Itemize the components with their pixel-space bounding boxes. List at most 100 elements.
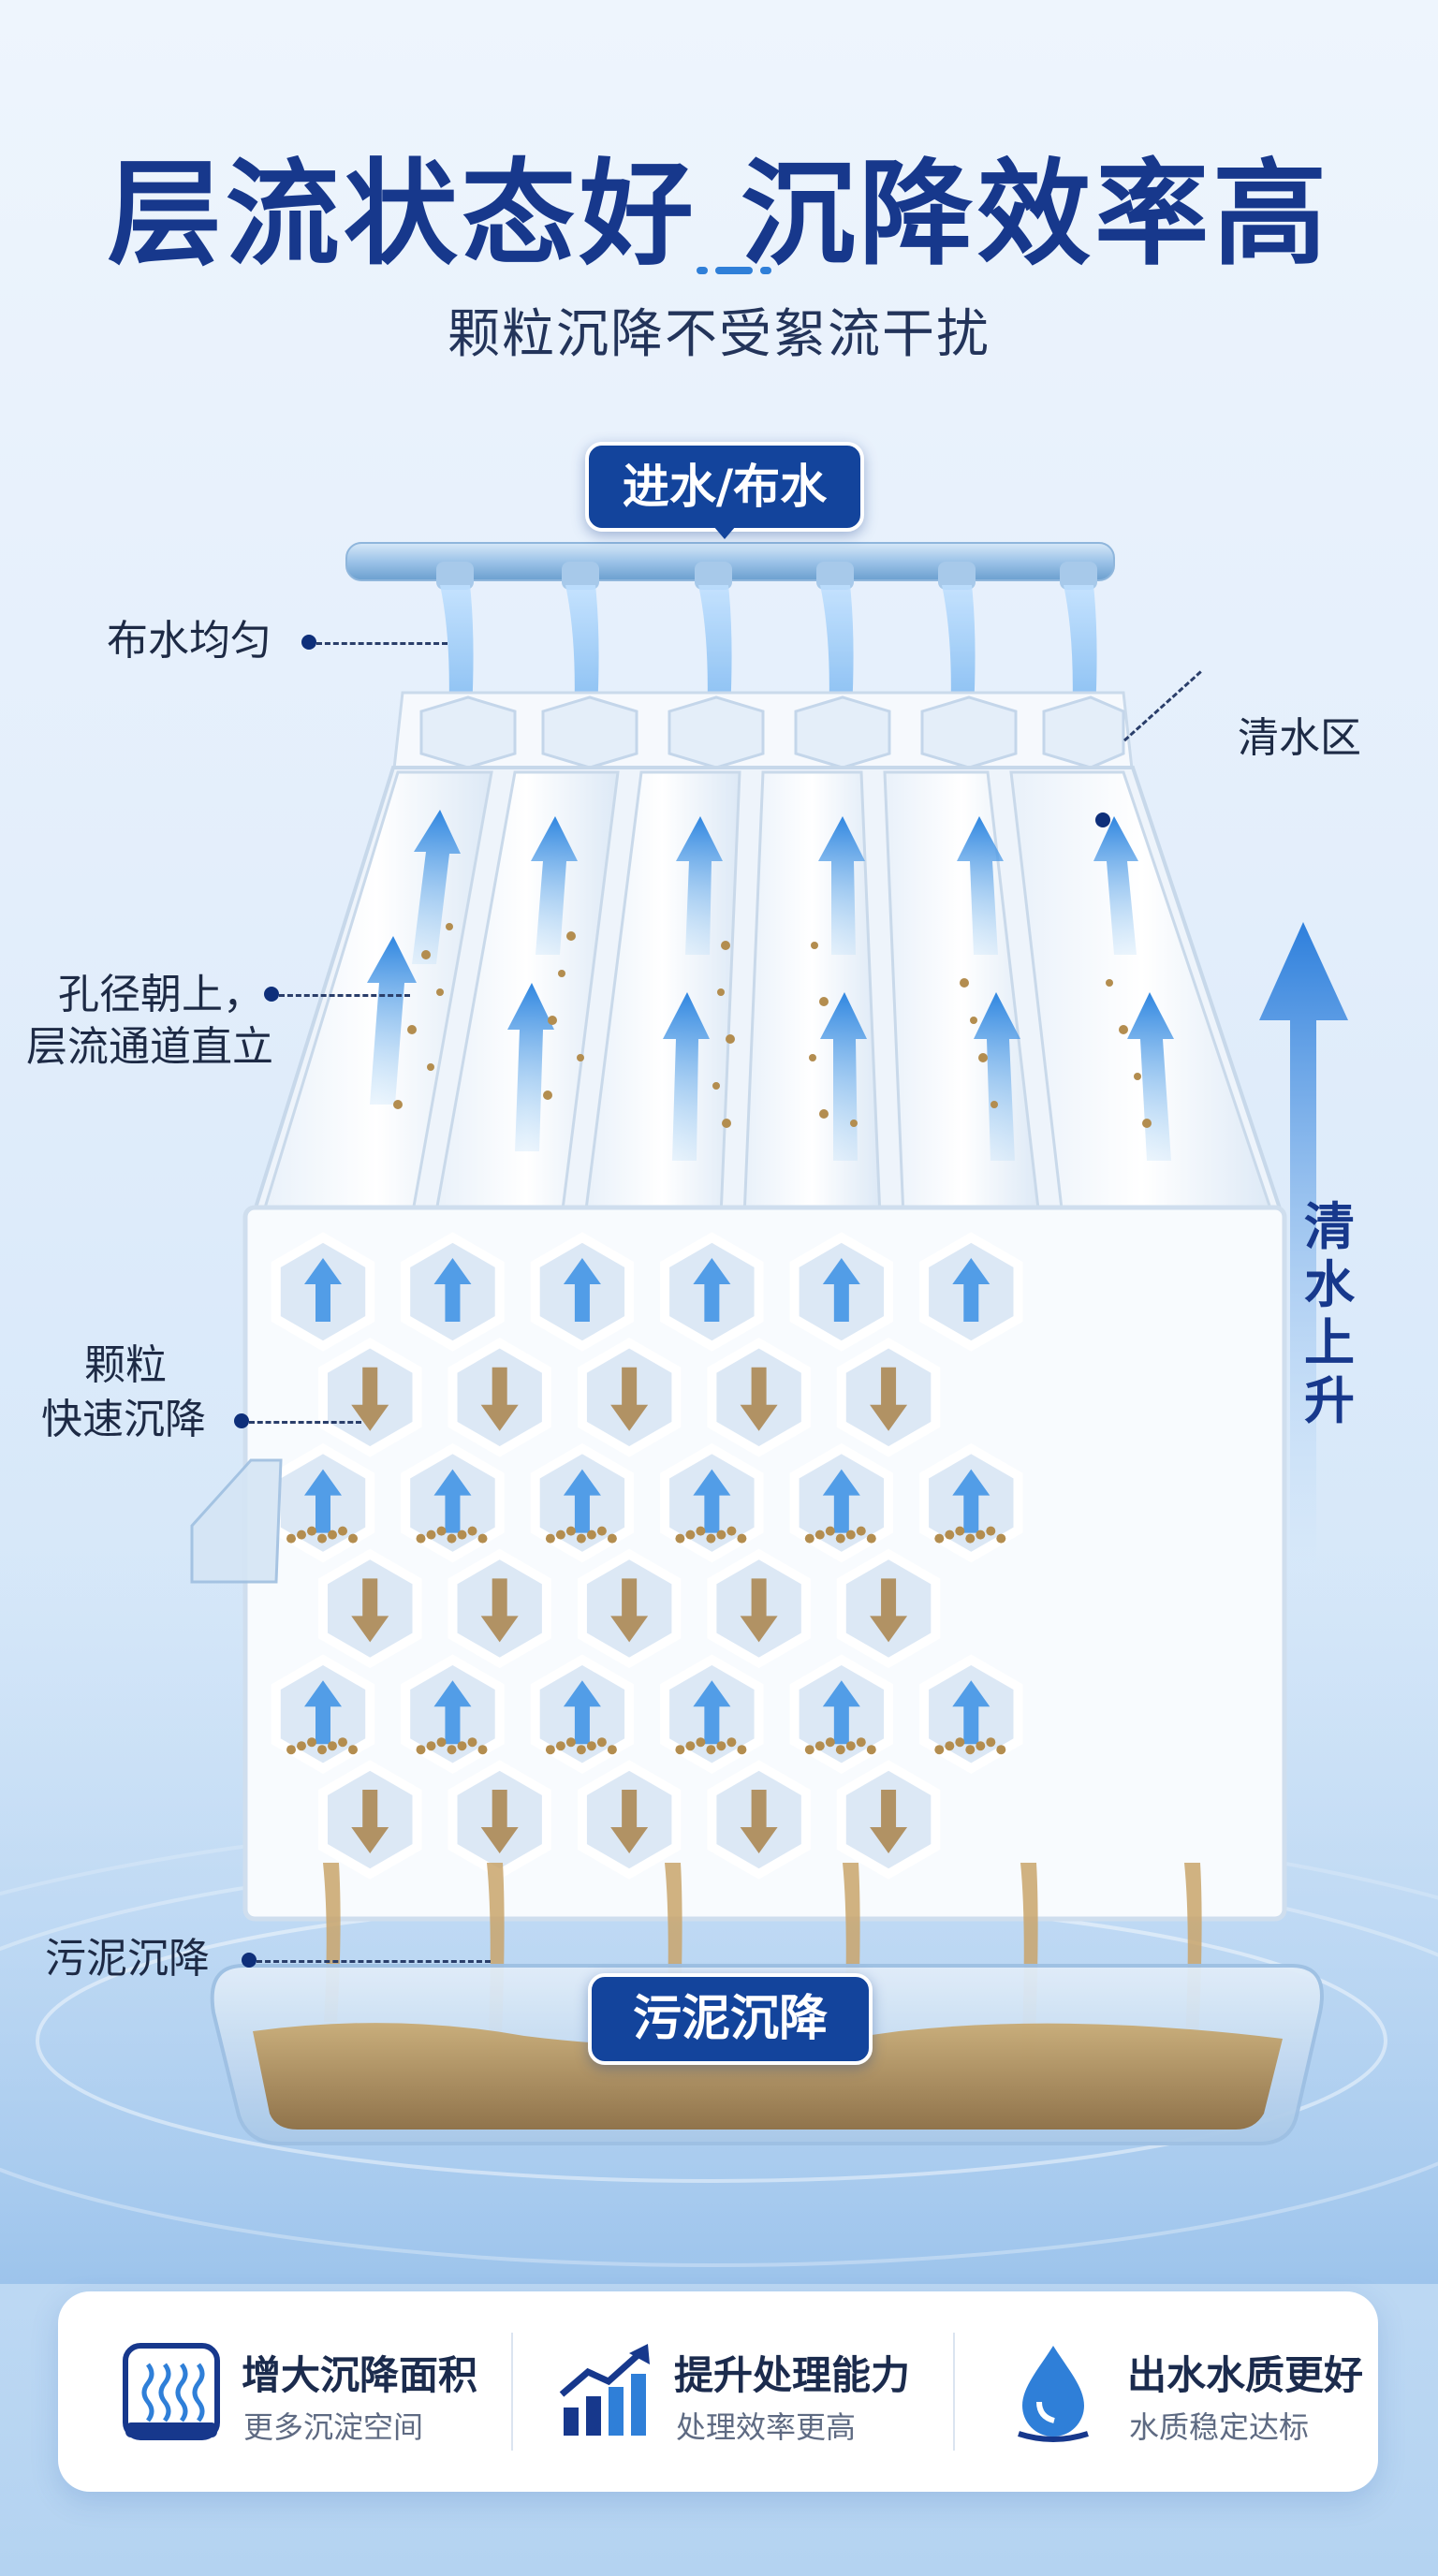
sediment-particle bbox=[845, 1530, 856, 1540]
sediment-particle bbox=[675, 1533, 685, 1544]
settle-down-arrow bbox=[480, 1578, 519, 1643]
sediment-particle bbox=[307, 1526, 316, 1536]
sediment-particle bbox=[307, 1737, 316, 1748]
sediment-particle bbox=[814, 1530, 825, 1540]
callout-line bbox=[249, 1421, 361, 1424]
feature-divider bbox=[953, 2333, 955, 2451]
sediment-particle bbox=[565, 1526, 576, 1536]
sediment-particle bbox=[976, 1530, 986, 1540]
callout-label: 清水区 bbox=[1238, 714, 1361, 762]
sediment-particle bbox=[457, 1530, 467, 1540]
flow-up-arrow bbox=[563, 1258, 601, 1322]
sediment-particle bbox=[545, 1533, 555, 1544]
rise-char: 水 bbox=[1304, 1255, 1355, 1314]
settle-down-arrow bbox=[480, 1790, 519, 1853]
feature-subtitle: 更多沉淀空间 bbox=[243, 2409, 424, 2445]
sediment-particle bbox=[965, 1533, 976, 1544]
callout-dot bbox=[301, 635, 316, 650]
sediment-particle bbox=[447, 1745, 457, 1755]
flow-up-arrow bbox=[822, 1469, 860, 1533]
flow-up-arrow bbox=[304, 1258, 342, 1322]
sediment-particle bbox=[426, 1530, 436, 1540]
sediment-particle bbox=[825, 1737, 835, 1748]
sediment-particle bbox=[955, 1526, 965, 1536]
sediment-particle bbox=[976, 1741, 986, 1751]
water-drop-icon bbox=[1002, 2340, 1105, 2443]
sediment-particle bbox=[726, 1737, 737, 1748]
sediment-particle bbox=[706, 1745, 716, 1755]
sediment-particle bbox=[986, 1737, 996, 1748]
title-divider bbox=[697, 267, 771, 274]
feature-title: 提升处理能力 bbox=[674, 2352, 911, 2398]
sediment-particle bbox=[317, 1533, 327, 1544]
settle-down-arrow bbox=[740, 1367, 778, 1431]
sediment-particle bbox=[996, 1533, 1006, 1544]
sediment-particle bbox=[685, 1741, 696, 1751]
flow-up-arrow bbox=[822, 1680, 860, 1745]
sediment-particle bbox=[996, 1745, 1006, 1755]
settle-down-arrow bbox=[480, 1367, 519, 1431]
flow-up-arrow bbox=[693, 1469, 731, 1533]
flow-up-arrow bbox=[563, 1680, 601, 1745]
settle-down-arrow bbox=[870, 1367, 908, 1431]
feature-quality: 出水水质更好 水质稳定达标 bbox=[955, 2291, 1378, 2492]
sediment-particles bbox=[393, 923, 1152, 1128]
sediment-particle bbox=[965, 1745, 976, 1755]
flow-up-arrow bbox=[563, 1469, 601, 1533]
callout-label-line1: 颗粒 bbox=[84, 1341, 167, 1389]
sediment-particle bbox=[607, 1533, 617, 1544]
feature-divider bbox=[511, 2333, 513, 2451]
callout-line bbox=[279, 994, 410, 997]
sediment-particle bbox=[607, 1745, 617, 1755]
callout-label-line2: 快速沉降 bbox=[41, 1396, 206, 1443]
sediment-particle bbox=[835, 1533, 845, 1544]
sediment-particle bbox=[576, 1745, 586, 1755]
feature-subtitle: 处理效率更高 bbox=[676, 2409, 857, 2445]
flow-up-arrow bbox=[822, 1258, 860, 1322]
flow-up-arrow bbox=[304, 1680, 342, 1745]
sediment-particle bbox=[726, 1526, 737, 1536]
sludge-badge: 污泥沉降 bbox=[588, 1973, 873, 2065]
sediment-particle bbox=[866, 1745, 876, 1755]
top-cells bbox=[419, 695, 1125, 769]
sediment-particle bbox=[436, 1526, 447, 1536]
side-chute bbox=[190, 1458, 283, 1584]
feature-subtitle: 水质稳定达标 bbox=[1129, 2409, 1310, 2445]
settle-down-arrow bbox=[351, 1578, 389, 1643]
sediment-particle bbox=[696, 1737, 706, 1748]
sediment-particle bbox=[426, 1741, 436, 1751]
sediment-particle bbox=[467, 1526, 477, 1536]
sediment-particle bbox=[416, 1745, 426, 1755]
callout-label-line1: 孔径朝上， bbox=[58, 971, 264, 1018]
wavy-lines-icon bbox=[120, 2340, 223, 2443]
sediment-particle bbox=[945, 1741, 955, 1751]
sediment-particle bbox=[716, 1741, 726, 1751]
sediment-particle bbox=[467, 1737, 477, 1748]
sediment-particle bbox=[696, 1526, 706, 1536]
sediment-particle bbox=[297, 1530, 306, 1540]
sediment-particle bbox=[555, 1741, 565, 1751]
flow-up-arrows bbox=[367, 810, 1174, 1161]
rise-char: 升 bbox=[1304, 1371, 1355, 1430]
settle-down-arrow bbox=[610, 1578, 649, 1643]
sediment-particle bbox=[934, 1533, 945, 1544]
bar-chart-up-icon bbox=[554, 2340, 657, 2443]
inlet-badge: 进水/布水 bbox=[585, 442, 864, 532]
settle-down-arrow bbox=[870, 1578, 908, 1643]
clear-water-rising-arrow bbox=[1259, 922, 1348, 1573]
sediment-particle bbox=[706, 1533, 716, 1544]
callout-dot bbox=[264, 987, 279, 1002]
sediment-particle bbox=[477, 1745, 488, 1755]
callout-line bbox=[316, 642, 448, 645]
sediment-particle bbox=[317, 1745, 327, 1755]
settle-down-arrow bbox=[740, 1578, 778, 1643]
flow-up-arrow bbox=[433, 1258, 472, 1322]
callout-line bbox=[257, 1960, 491, 1963]
sediment-particle bbox=[675, 1745, 685, 1755]
settle-down-arrow bbox=[351, 1790, 389, 1853]
sediment-particle bbox=[845, 1741, 856, 1751]
settle-down-arrow bbox=[610, 1367, 649, 1431]
sediment-particle bbox=[866, 1533, 876, 1544]
feature-capacity: 提升处理能力 处理效率更高 bbox=[513, 2291, 953, 2492]
sediment-particle bbox=[436, 1737, 447, 1748]
